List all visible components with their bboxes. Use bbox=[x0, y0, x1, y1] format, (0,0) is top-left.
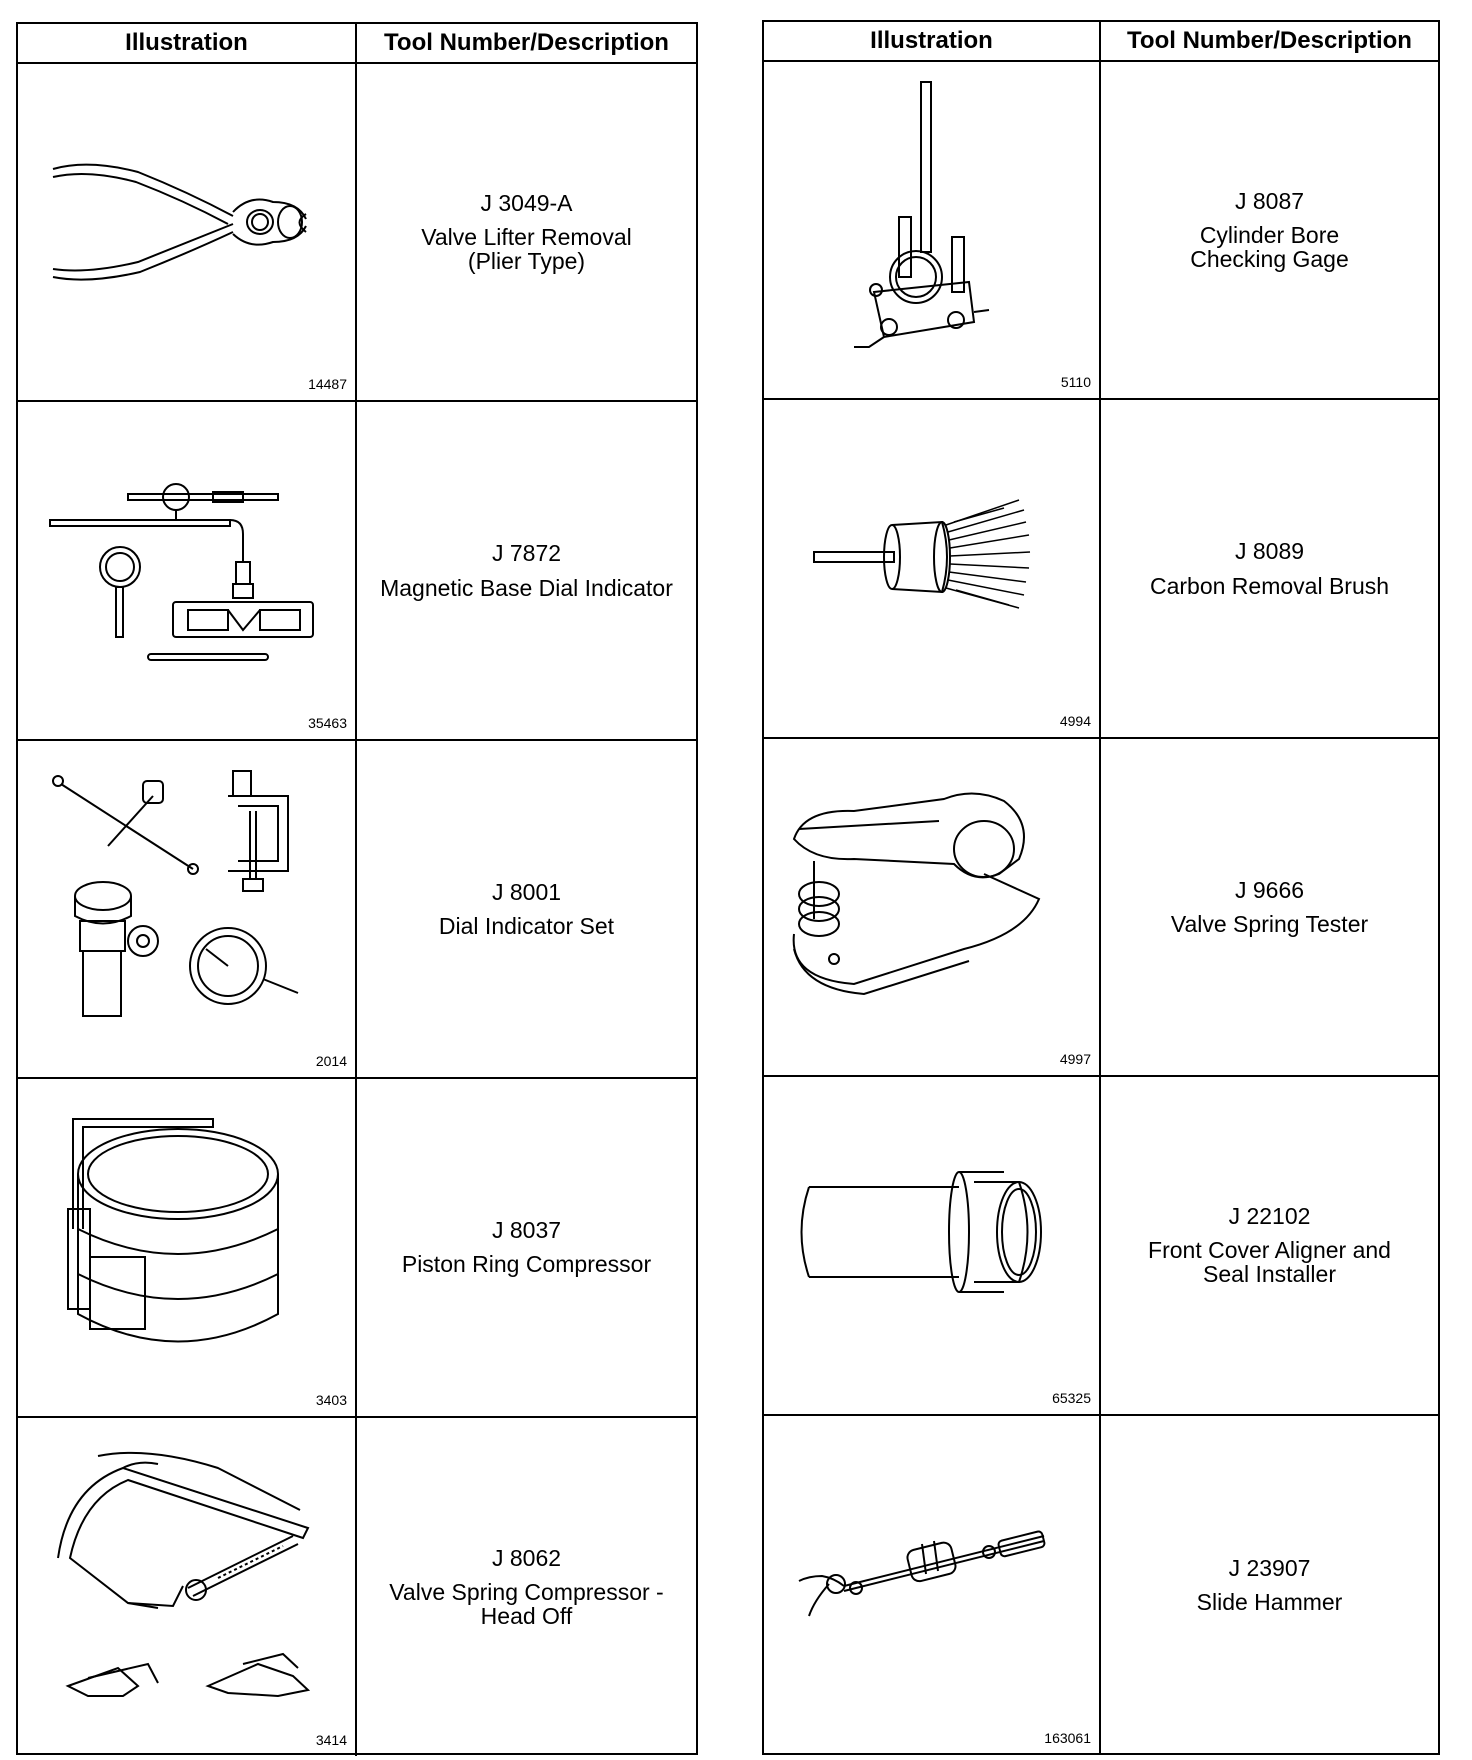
tool-description: Valve Spring Tester bbox=[1170, 910, 1369, 937]
tool-number: J 8001 bbox=[491, 878, 562, 905]
tool-number: J 8037 bbox=[491, 1217, 562, 1244]
description-cell: J 8062 Valve Spring Compressor - Head Of… bbox=[357, 1418, 696, 1756]
table-header: Illustration Tool Number/Description bbox=[18, 24, 696, 64]
magnetic-base-icon bbox=[28, 412, 338, 702]
tool-description: Valve Lifter Removal (Plier Type) bbox=[421, 224, 632, 275]
figure-ref: 35463 bbox=[308, 714, 347, 731]
table-row: 5110 J 8087 Cylinder Bore Checking Gage bbox=[764, 62, 1438, 401]
header-illustration: Illustration bbox=[764, 22, 1101, 60]
table-row: 3414 J 8062 Valve Spring Compressor - He… bbox=[18, 1417, 696, 1756]
table-row: 4994 J 8089 Carbon Removal Brush bbox=[764, 400, 1438, 739]
table-row: 163061 J 23907 Slide Hammer bbox=[764, 1415, 1438, 1754]
header-illustration: Illustration bbox=[18, 24, 357, 62]
description-cell: J 8087 Cylinder Bore Checking Gage bbox=[1101, 62, 1438, 398]
illustration-cell: 5110 bbox=[764, 62, 1101, 399]
tool-description: Piston Ring Compressor bbox=[401, 1251, 652, 1278]
description-cell: J 8037 Piston Ring Compressor bbox=[357, 1079, 696, 1415]
tool-description: Carbon Removal Brush bbox=[1149, 572, 1390, 599]
figure-ref: 3414 bbox=[315, 1731, 347, 1748]
aligner-icon bbox=[774, 1087, 1084, 1377]
description-cell: J 8001 Dial Indicator Set bbox=[357, 741, 696, 1077]
illustration-cell: 4997 bbox=[764, 738, 1101, 1076]
tool-number: J 8062 bbox=[491, 1544, 562, 1571]
illustration-cell: 4994 bbox=[764, 400, 1101, 737]
tool-number: J 8087 bbox=[1234, 187, 1305, 214]
brush-icon bbox=[774, 410, 1084, 700]
figure-ref: 14487 bbox=[308, 376, 347, 393]
spring-tester-icon bbox=[774, 749, 1084, 1039]
figure-ref: 2014 bbox=[315, 1053, 347, 1070]
table-row: 35463 J 7872 Magnetic Base Dial Indicato… bbox=[18, 402, 696, 741]
illustration-cell: 35463 bbox=[18, 402, 357, 739]
tool-description: Front Cover Aligner and Seal Installer bbox=[1148, 1237, 1391, 1288]
tool-number: J 22102 bbox=[1228, 1203, 1311, 1230]
description-cell: J 3049-A Valve Lifter Removal (Plier Typ… bbox=[357, 64, 696, 400]
tool-number: J 3049-A bbox=[480, 189, 573, 216]
ring-compressor-icon bbox=[28, 1089, 338, 1379]
table-row: 65325 J 22102 Front Cover Aligner and Se… bbox=[764, 1077, 1438, 1416]
pliers-icon bbox=[28, 74, 338, 364]
illustration-cell: 3414 bbox=[18, 1417, 357, 1756]
tool-number: J 23907 bbox=[1228, 1554, 1311, 1581]
bore-gage-icon bbox=[774, 72, 1084, 362]
figure-ref: 5110 bbox=[1060, 374, 1091, 391]
illustration-cell: 2014 bbox=[18, 740, 357, 1078]
tool-table-right: Illustration Tool Number/Description 511… bbox=[762, 20, 1440, 1755]
tool-number: J 7872 bbox=[491, 540, 562, 567]
description-cell: J 23907 Slide Hammer bbox=[1101, 1416, 1438, 1754]
table-header: Illustration Tool Number/Description bbox=[764, 22, 1438, 62]
tool-description: Dial Indicator Set bbox=[438, 912, 615, 939]
illustration-cell: 65325 bbox=[764, 1077, 1101, 1414]
description-cell: J 8089 Carbon Removal Brush bbox=[1101, 400, 1438, 736]
figure-ref: 65325 bbox=[1052, 1389, 1091, 1406]
tool-table-left: Illustration Tool Number/Description 144… bbox=[16, 22, 698, 1756]
table-row: 2014 J 8001 Dial Indicator Set bbox=[18, 740, 696, 1080]
description-cell: J 7872 Magnetic Base Dial Indicator bbox=[357, 402, 696, 738]
illustration-cell: 163061 bbox=[764, 1415, 1101, 1754]
header-tool: Tool Number/Description bbox=[384, 29, 669, 56]
figure-ref: 4994 bbox=[1059, 712, 1091, 729]
tool-description: Magnetic Base Dial Indicator bbox=[380, 574, 673, 601]
figure-ref: 4997 bbox=[1059, 1051, 1091, 1068]
illustration-cell: 3403 bbox=[18, 1079, 357, 1416]
dial-indicator-set-icon bbox=[28, 751, 338, 1041]
slide-hammer-icon bbox=[774, 1426, 1084, 1716]
tool-number: J 9666 bbox=[1234, 876, 1305, 903]
header-tool: Tool Number/Description bbox=[1127, 27, 1412, 54]
figure-ref: 163061 bbox=[1044, 1729, 1091, 1746]
spring-compressor-icon bbox=[28, 1428, 338, 1718]
table-row: 4997 J 9666 Valve Spring Tester bbox=[764, 738, 1438, 1078]
tool-number: J 8089 bbox=[1234, 538, 1305, 565]
description-cell: J 9666 Valve Spring Tester bbox=[1101, 739, 1438, 1075]
tool-description: Valve Spring Compressor - Head Off bbox=[389, 1578, 664, 1629]
figure-ref: 3403 bbox=[315, 1391, 347, 1408]
description-cell: J 22102 Front Cover Aligner and Seal Ins… bbox=[1101, 1077, 1438, 1413]
table-row: 14487 J 3049-A Valve Lifter Removal (Pli… bbox=[18, 64, 696, 403]
table-row: 3403 J 8037 Piston Ring Compressor bbox=[18, 1079, 696, 1418]
tool-description: Slide Hammer bbox=[1196, 1588, 1343, 1615]
illustration-cell: 14487 bbox=[18, 64, 357, 401]
tool-description: Cylinder Bore Checking Gage bbox=[1190, 222, 1349, 273]
